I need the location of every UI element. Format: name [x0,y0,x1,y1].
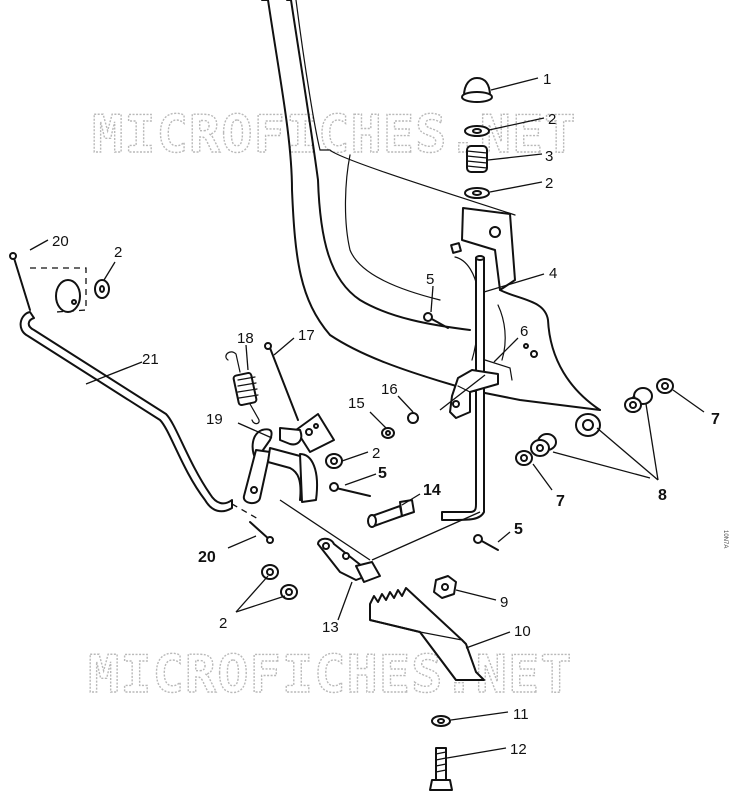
part-10-pedal [369,587,485,681]
callouts: 1 2 3 2 20 2 4 5 6 21 18 17 16 15 19 2 5… [52,71,720,758]
part-3-spring [466,145,488,173]
callout-9: 9 [500,594,508,611]
callout-6: 6 [520,323,528,340]
callout-4: 4 [549,265,557,282]
part-5-screw-middle [329,482,371,497]
callout-1: 1 [543,71,551,88]
part-8-bushing-right [624,387,653,413]
callout-11: 11 [513,706,529,723]
part-21-shaft [19,311,233,513]
part-20-pin-upper [9,252,87,313]
watermark-bottom: MICROFICHES.NET [88,645,573,705]
callout-14: 14 [423,482,441,499]
part-14-bolt [367,499,415,528]
callout-5: 5 [426,271,434,288]
part-1-cap [461,77,493,103]
watermark-top: MICROFICHES.NET [92,105,577,165]
part-8-bushing-frame [575,413,601,437]
callout-12: 12 [510,741,527,758]
part-13-bracket [279,499,481,583]
part-7-washer-right [656,378,674,394]
callout-2: 2 [372,445,380,462]
callout-16: 16 [381,381,398,398]
callout-21: 21 [142,351,159,368]
callout-15: 15 [348,395,365,412]
callout-19: 19 [206,411,223,428]
part-9-nut [433,575,457,599]
part-5-screw-lower [473,534,499,551]
callout-20: 20 [52,233,69,250]
part-17-pin [264,342,299,421]
callout-2: 2 [545,175,553,192]
callout-17: 17 [298,327,315,344]
callout-8: 8 [658,487,667,504]
callout-7: 7 [711,411,720,428]
part-2-washer-lower [464,187,490,199]
part-2-washer-upper [464,125,490,137]
part-18-spring [225,351,260,425]
callout-2: 2 [114,244,122,261]
callout-10: 10 [514,623,531,640]
part-2-washer-center [325,453,343,469]
callout-7: 7 [556,493,565,510]
callout-18: 18 [237,330,254,347]
part-16-lockwasher [407,412,419,424]
part-8-bushing-left [530,433,557,457]
part-2-washers-lower [261,564,298,600]
callout-2: 2 [219,615,227,632]
part-15-nut [381,427,395,439]
part-6-bracket [439,369,499,419]
callout-2: 2 [548,111,556,128]
part-5-screw-upper [423,312,449,329]
frame-panel [261,0,601,411]
part-12-bolt [429,747,453,791]
callout-5: 5 [378,465,387,482]
callout-20: 20 [198,549,216,566]
part-20-pin-lower [231,503,274,544]
callout-3: 3 [545,148,553,165]
edge-code: 10N7A [722,530,728,548]
part-7-washer-left [515,450,533,466]
part-2-washer-left [94,279,110,299]
part-19-lever [242,413,335,504]
part-11-washer [431,715,451,727]
leader-lines [29,77,705,759]
callout-5: 5 [514,521,523,538]
callout-13: 13 [322,619,339,636]
